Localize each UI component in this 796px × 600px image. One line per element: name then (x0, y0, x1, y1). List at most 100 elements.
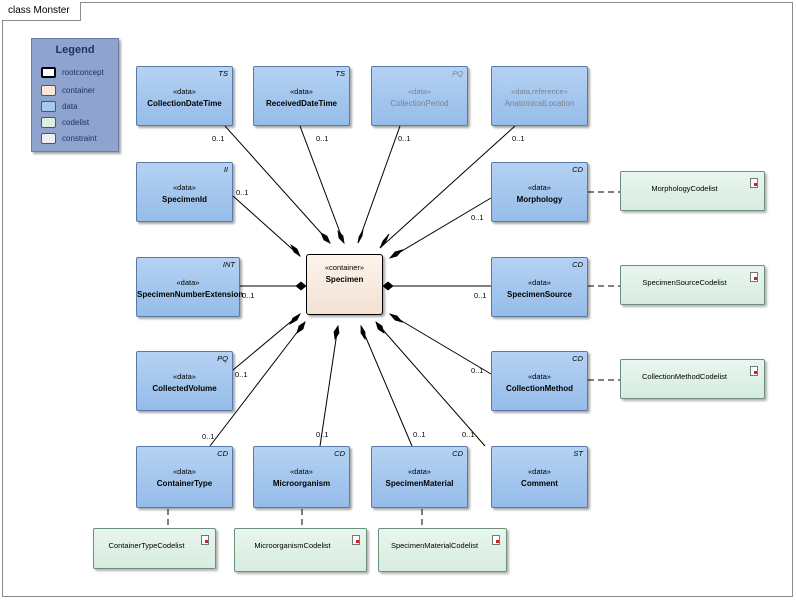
class-stereotype: «data» (173, 183, 196, 192)
codelist-icon (750, 366, 758, 376)
diamond-specimen-material (360, 324, 366, 341)
legend-swatch-constraint (41, 133, 56, 144)
multiplicity-label: 0..1 (471, 213, 484, 222)
codelist-container-type[interactable]: ContainerTypeCodelist (93, 528, 216, 569)
link-received-datetime (299, 125, 345, 244)
legend-label: data (62, 102, 78, 111)
codelist-name: MicroorganismCodelist (254, 541, 331, 550)
legend-label: codelist (62, 118, 90, 127)
class-type: ST (573, 449, 583, 458)
codelist-name: MorphologyCodelist (651, 184, 718, 193)
class-stereotype: «data» (173, 467, 196, 476)
codelist-name: SpecimenMaterialCodelist (390, 541, 479, 550)
legend-swatch-container (41, 85, 56, 96)
legend-label: container (62, 86, 95, 95)
link-collection-method (389, 313, 492, 375)
codelist-icon (492, 535, 500, 545)
class-type: CD (572, 165, 583, 174)
class-collection-method[interactable]: CD «data» CollectionMethod (491, 351, 588, 411)
codelist-specimen-material[interactable]: SpecimenMaterialCodelist (378, 528, 507, 572)
diamond-specimen-number-extension (295, 281, 307, 291)
class-specimen-source[interactable]: CD «data» SpecimenSource (491, 257, 588, 317)
class-name: CollectionDateTime (147, 99, 222, 108)
class-comment[interactable]: ST «data» Comment (491, 446, 588, 508)
class-type: CD (217, 449, 228, 458)
class-stereotype: «data» (408, 87, 431, 96)
multiplicity-label: 0..1 (474, 291, 487, 300)
class-name: CollectionPeriod (390, 99, 449, 108)
codelist-name: ContainerTypeCodelist (108, 541, 185, 550)
diamond-microorganism (333, 324, 340, 341)
codelist-icon (352, 535, 360, 545)
class-type: TS (335, 69, 345, 78)
legend-label: rootconcept (62, 68, 104, 77)
legend-swatch-rootconcept (41, 67, 56, 78)
codelist-collection-method[interactable]: CollectionMethodCodelist (620, 359, 765, 399)
class-collection-period[interactable]: PQ «data» CollectionPeriod (371, 66, 468, 126)
class-stereotype: «data» (176, 278, 200, 287)
class-type: CD (572, 260, 583, 269)
class-type: INT (222, 260, 235, 269)
codelist-name: CollectionMethodCodelist (641, 372, 728, 381)
class-stereotype: «data» (173, 87, 196, 96)
class-collection-datetime[interactable]: TS «data» CollectionDateTime (136, 66, 233, 126)
class-anatomical-location[interactable]: «data,reference» AnatomicalLocation (491, 66, 588, 126)
multiplicity-label: 0..1 (242, 291, 255, 300)
link-comment (375, 321, 486, 447)
class-name: SpecimenSource (507, 290, 572, 299)
class-container-type[interactable]: CD «data» ContainerType (136, 446, 233, 508)
legend-swatch-codelist (41, 117, 56, 128)
class-morphology[interactable]: CD «data» Morphology (491, 162, 588, 222)
class-name: Comment (521, 479, 558, 488)
legend-label: constraint (62, 134, 97, 143)
codelist-icon (750, 178, 758, 188)
diamond-collection-method (388, 313, 404, 323)
class-type: PQ (217, 354, 228, 363)
class-stereotype: «data» (290, 467, 313, 476)
diamond-anatomical-location (379, 233, 390, 249)
class-collected-volume[interactable]: PQ «data» CollectedVolume (136, 351, 233, 411)
diamond-morphology (388, 249, 404, 259)
specimen-container-class[interactable]: «container» Specimen (306, 254, 383, 315)
class-name: AnatomicalLocation (504, 99, 575, 108)
diamond-comment (375, 321, 385, 334)
class-type: TS (218, 69, 228, 78)
link-collection-datetime (224, 125, 331, 244)
class-type: CD (452, 449, 463, 458)
codelist-microorganism[interactable]: MicroorganismCodelist (234, 528, 367, 572)
multiplicity-label: 0..1 (236, 188, 249, 197)
class-name: SpecimenMaterial (385, 479, 454, 488)
class-received-datetime[interactable]: TS «data» ReceivedDateTime (253, 66, 350, 126)
class-stereotype: «data» (290, 87, 313, 96)
class-type: CD (572, 354, 583, 363)
class-specimen-material[interactable]: CD «data» SpecimenMaterial (371, 446, 468, 508)
class-specimen-id[interactable]: II «data» SpecimenId (136, 162, 233, 222)
diamond-specimen-source (382, 281, 394, 291)
legend: Legend rootconcept container data codeli… (31, 38, 119, 152)
link-microorganism (319, 325, 339, 447)
class-name: CollectedVolume (152, 384, 217, 393)
class-stereotype: «data» (408, 467, 431, 476)
multiplicity-label: 0..1 (413, 430, 426, 439)
codelist-specimen-source[interactable]: SpecimenSourceCodelist (620, 265, 765, 305)
diamond-collection-period (357, 229, 364, 244)
link-anatomical-location (379, 125, 516, 249)
link-specimen-material (360, 325, 413, 447)
multiplicity-label: 0..1 (512, 134, 525, 143)
codelist-morphology[interactable]: MorphologyCodelist (620, 171, 765, 211)
class-stereotype: «container» (324, 263, 365, 272)
codelist-icon (750, 272, 758, 282)
multiplicity-label: 0..1 (202, 432, 215, 441)
link-collection-period (357, 125, 401, 244)
diamond-container-type (296, 321, 306, 334)
multiplicity-label: 0..1 (316, 134, 329, 143)
multiplicity-label: 0..1 (462, 430, 475, 439)
class-specimen-number-extension[interactable]: INT «data» SpecimenNumberExtension (136, 257, 243, 317)
class-name: Specimen (325, 275, 364, 284)
class-microorganism[interactable]: CD «data» Microorganism (253, 446, 350, 508)
class-stereotype: «data» (528, 372, 551, 381)
class-type: PQ (452, 69, 463, 78)
